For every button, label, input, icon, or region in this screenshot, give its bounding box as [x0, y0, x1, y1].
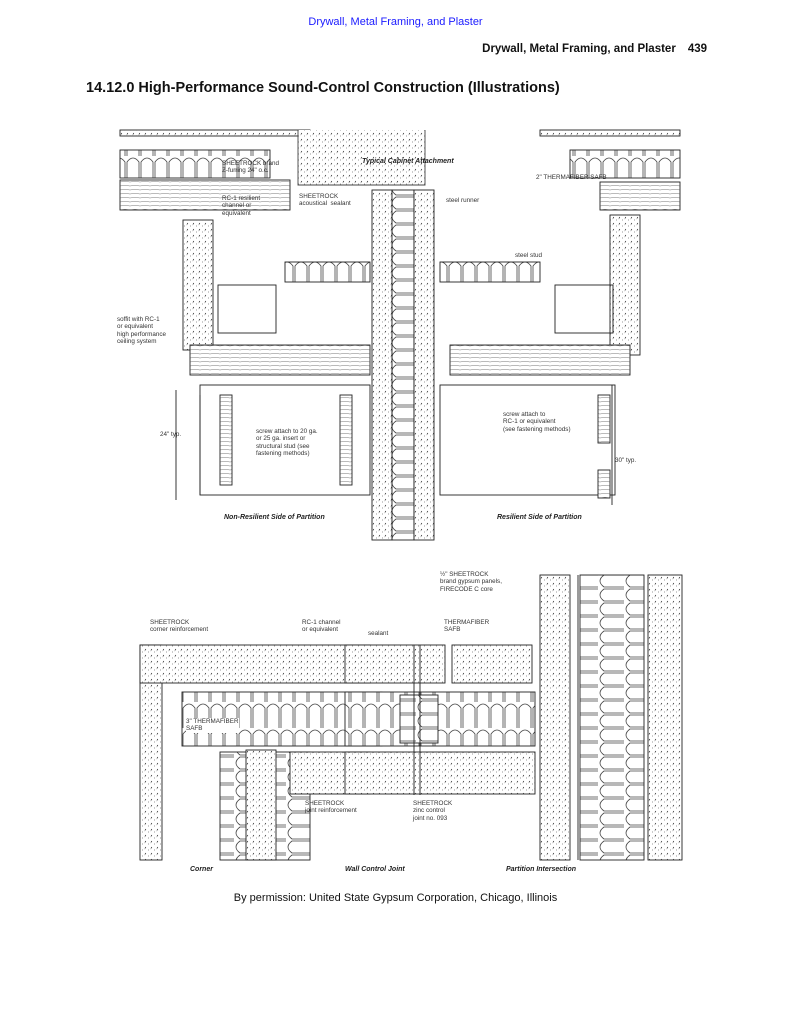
label-zinc-control-joint: SHEETROCK zinc control joint no. 093: [413, 800, 453, 822]
label-screw-right: screw attach to RC-1 or equivalent (see …: [503, 411, 571, 433]
label-corner-reinforcement: SHEETROCK corner reinforcement: [150, 619, 209, 634]
caption-cabinet-attachment: Typical Cabinet Attachment: [362, 158, 454, 165]
label-thermafiber-3: 3" THERMAFIBER SAFB: [186, 718, 239, 733]
label-sealant: sealant: [368, 630, 389, 637]
label-rc1-resilient: RC-1 resilient channel or equivalent: [222, 195, 261, 217]
label-dim-24: 24" typ.: [160, 431, 182, 438]
caption-non-resilient: Non-Resilient Side of Partition: [224, 514, 325, 521]
page-number: 439: [687, 43, 707, 55]
credit-line: By permission: United State Gypsum Corpo…: [233, 892, 558, 904]
label-rc1-channel: RC-1 channel or equivalent: [302, 619, 341, 634]
caption-wall-control-joint: Wall Control Joint: [345, 866, 405, 873]
label-z-furring: SHEETROCK brand Z-furring 24" o.c.: [222, 160, 280, 175]
label-thermafiber-safb: THERMAFIBER SAFB: [444, 619, 490, 634]
label-thermafiber: 2" THERMAFIBER SAFB: [536, 174, 607, 181]
label-dim-30: 30" typ.: [615, 457, 637, 464]
caption-resilient: Resilient Side of Partition: [497, 514, 582, 521]
running-title: Drywall, Metal Framing, and Plaster: [482, 43, 676, 55]
label-steel-runner: steel runner: [446, 197, 480, 204]
label-joint-reinforcement: SHEETROCK joint reinforcement: [305, 800, 357, 815]
top-figure: [119, 129, 681, 541]
bottom-figure: [139, 574, 683, 861]
section-title: 14.12.0 High-Performance Sound-Control C…: [86, 80, 560, 96]
label-steel-stud: steel stud: [515, 252, 542, 259]
caption-partition-intersection: Partition Intersection: [506, 866, 577, 873]
running-head: Drywall, Metal Framing, and Plaster 439: [482, 43, 707, 55]
label-acoustical-sealant: SHEETROCK acoustical sealant: [299, 193, 351, 208]
caption-corner: Corner: [190, 866, 213, 873]
label-screw-left: screw attach to 20 ga. or 25 ga. insert …: [256, 428, 318, 458]
label-gypsum-panels: ½" SHEETROCK brand gypsum panels, FIRECO…: [440, 571, 502, 593]
label-soffit: soffit with RC-1 or equivalent high perf…: [117, 316, 167, 346]
header-link[interactable]: Drywall, Metal Framing, and Plaster: [308, 16, 483, 28]
